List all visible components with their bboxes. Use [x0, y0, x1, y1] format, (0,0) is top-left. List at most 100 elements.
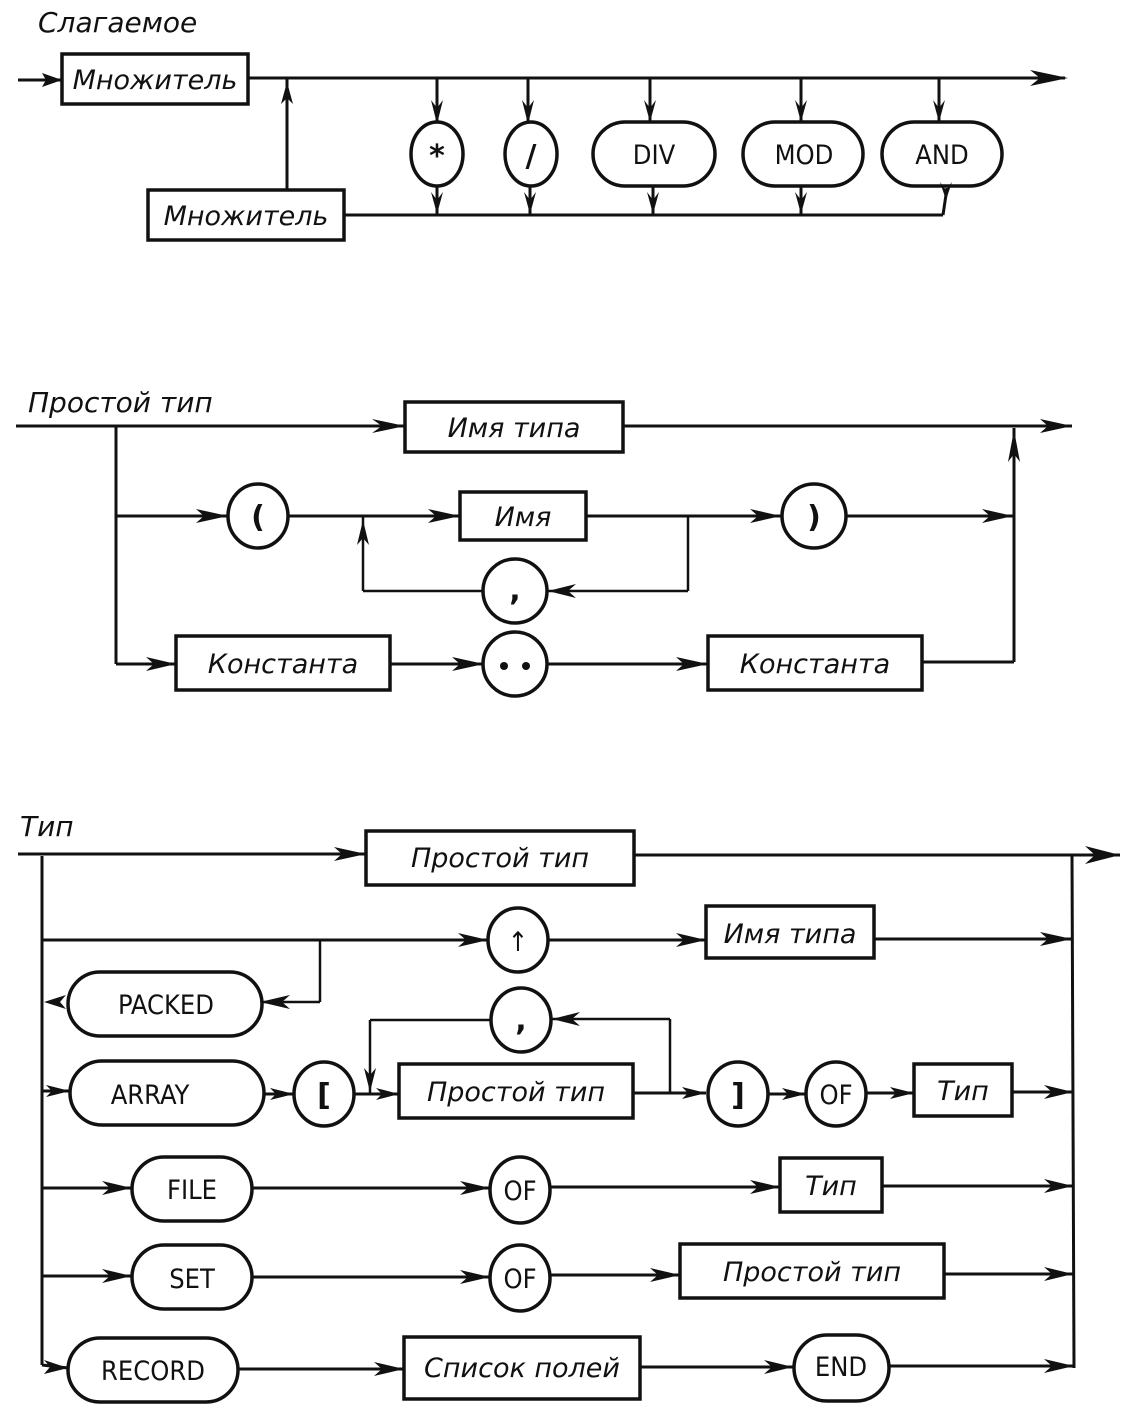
set-label: SET	[169, 1264, 215, 1295]
pointer-type-name-box	[704, 904, 876, 960]
array-label: ARRAY	[111, 1080, 190, 1111]
diagram-simple-type: Простой тип Имя типа ( Имя ) ,	[16, 386, 1072, 698]
packed-label: PACKED	[118, 990, 214, 1021]
arrow-icon	[1044, 1085, 1073, 1099]
arrow-icon	[682, 1087, 706, 1099]
arrow-icon	[357, 520, 369, 545]
diagram-type: Тип Простой тип ↑ Имя типа PACKED A	[18, 810, 1120, 1404]
arrow-icon	[764, 1360, 793, 1374]
arrow-icon	[982, 509, 1013, 523]
arrow-icon	[644, 100, 656, 122]
arrow-icon	[522, 100, 534, 124]
arrow-icon	[102, 1181, 132, 1195]
array-comma-label: ,	[515, 1003, 526, 1038]
arrow-icon	[1044, 1179, 1073, 1193]
rparen-label: )	[807, 500, 821, 535]
diagram-term: Слагаемое Множитель Множитель * /	[18, 6, 1068, 242]
arrow-icon	[431, 192, 443, 214]
dot	[500, 662, 508, 670]
arrow-icon	[1040, 932, 1072, 946]
op-mod-label: MOD	[775, 140, 834, 171]
lparen-label: (	[251, 500, 265, 535]
arrow-icon	[940, 182, 952, 200]
exit-arrow-icon	[1040, 419, 1072, 433]
set-of-label: OF	[503, 1264, 536, 1295]
pointer-label: ↑	[508, 927, 528, 958]
arrow-icon	[548, 584, 576, 598]
factor-label-bottom: Множитель	[164, 201, 329, 232]
arrow-icon	[431, 100, 443, 124]
const-box-1	[174, 634, 392, 692]
arrow-icon	[460, 1270, 490, 1284]
dot	[522, 662, 530, 670]
arrow-icon	[795, 100, 807, 122]
exit-arrow-icon	[1030, 70, 1068, 86]
field-list-label: Список полей	[424, 1353, 620, 1384]
pointer-type-name-label: Имя типа	[724, 919, 857, 950]
arrow-icon	[552, 1012, 580, 1026]
const-label-1: Константа	[208, 649, 358, 680]
arrow-icon	[452, 657, 484, 671]
arrow-icon	[676, 933, 706, 947]
file-of-terminal	[488, 1155, 552, 1225]
name-label: Имя	[495, 502, 552, 533]
rbracket-label: ]	[731, 1078, 745, 1113]
file-of-label: OF	[503, 1176, 536, 1207]
name-box	[458, 490, 588, 542]
array-of-label: OF	[819, 1080, 852, 1111]
diagram-title-simple-type: Простой тип	[28, 386, 213, 419]
arrow-icon	[524, 192, 536, 214]
arrow-icon	[102, 1269, 132, 1283]
arrow-icon	[890, 1087, 914, 1099]
exit-arrow-icon	[1085, 846, 1120, 864]
arrow-icon	[42, 73, 62, 87]
packed-terminal	[66, 970, 264, 1038]
merge-line	[1070, 854, 1076, 1369]
factor-label-top: Множитель	[73, 65, 238, 96]
file-label: FILE	[167, 1175, 217, 1206]
arrow-icon	[281, 82, 293, 104]
set-elem-box	[678, 1242, 946, 1300]
comma-label: ,	[509, 573, 520, 608]
op-multiply-label: *	[429, 139, 445, 174]
arrow-icon	[458, 933, 488, 947]
arrow-icon	[270, 1088, 294, 1100]
arrow-icon	[364, 1068, 376, 1092]
type-name-label: Имя типа	[448, 413, 581, 444]
dotdot-terminal	[481, 630, 549, 698]
set-of-terminal	[488, 1243, 552, 1313]
arrow-icon	[196, 509, 228, 523]
array-index-box	[397, 1062, 635, 1120]
arrow-icon	[750, 509, 781, 523]
arrow-icon	[44, 1360, 68, 1374]
end-label: END	[815, 1352, 867, 1383]
array-index-label: Простой тип	[427, 1077, 605, 1108]
end-terminal	[792, 1333, 891, 1403]
diagram-title-type: Тип	[20, 810, 74, 843]
arrow-icon	[44, 995, 66, 1009]
op-and-label: AND	[915, 140, 969, 171]
arrow-icon	[372, 419, 405, 433]
arrow-icon	[795, 192, 807, 214]
op-div-label: DIV	[633, 140, 676, 171]
arrow-icon	[650, 1268, 680, 1282]
array-elem-label: Тип	[937, 1076, 989, 1107]
diagram-title-term: Слагаемое	[38, 6, 197, 39]
arrow-icon	[1008, 430, 1020, 462]
array-elem-box	[912, 1062, 1014, 1118]
const-box-2	[706, 634, 924, 692]
arrow-icon	[1044, 1267, 1073, 1281]
simple-type-label: Простой тип	[411, 843, 589, 874]
arrow-icon	[782, 1088, 806, 1100]
file-elem-box	[778, 1156, 884, 1214]
set-elem-label: Простой тип	[723, 1257, 901, 1288]
arrow-icon	[460, 1181, 490, 1195]
arrow-icon	[428, 509, 460, 523]
arrow-icon	[374, 1362, 404, 1376]
arrow-icon	[146, 657, 176, 671]
arrow-icon	[46, 1085, 70, 1097]
arrow-icon	[376, 1088, 399, 1100]
simple-type-box	[364, 829, 636, 887]
arrow-icon	[676, 657, 708, 671]
